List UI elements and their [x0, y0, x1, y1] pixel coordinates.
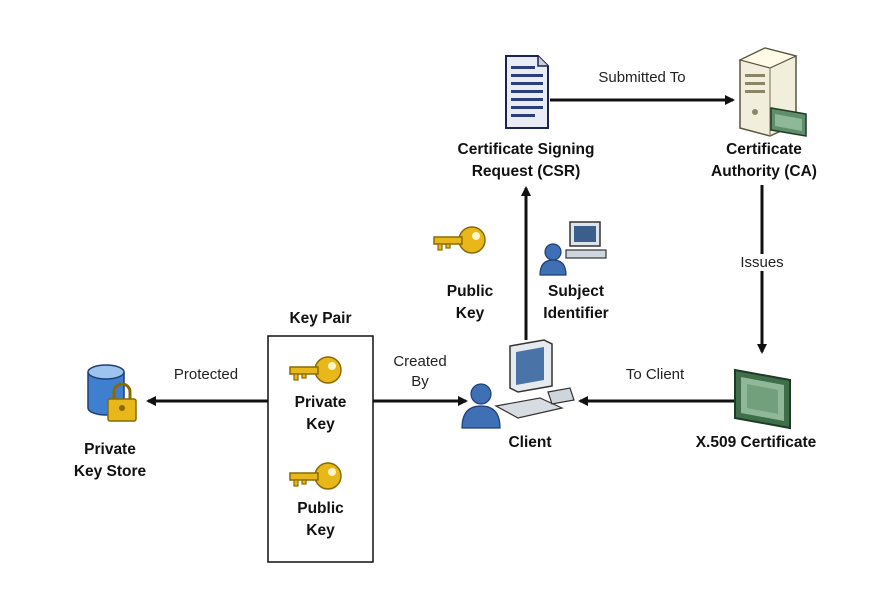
key-icon — [433, 226, 486, 254]
ca-label: Certificate Authority (CA) — [711, 141, 817, 180]
person-computer-icon — [539, 221, 607, 276]
database-lock-icon — [87, 364, 137, 422]
issues-label: Issues — [722, 254, 802, 271]
client-label: Client — [508, 434, 552, 451]
created-by-label: Created By — [393, 353, 447, 390]
public-key-pair-label: Public Key — [297, 500, 344, 539]
client-icon — [461, 339, 575, 429]
private-key-label: Private Key — [294, 394, 347, 433]
subject-identifier-label: Subject Identifier — [543, 283, 609, 322]
public-key-label: Public Key — [446, 283, 494, 322]
protected-label: Protected — [173, 366, 239, 383]
to-client-label: To Client — [625, 366, 685, 383]
key-pair-title: Key Pair — [289, 310, 352, 327]
submitted-to-label: Submitted To — [598, 69, 686, 86]
csr-label: Certificate Signing Request (CSR) — [457, 141, 595, 180]
document-icon — [505, 55, 549, 129]
certificate-label: X.509 Certificate — [695, 434, 817, 451]
certificate-icon — [734, 368, 791, 430]
ca-certificate-icon — [770, 107, 807, 137]
private-key-store-label: Private Key Store — [73, 441, 147, 480]
